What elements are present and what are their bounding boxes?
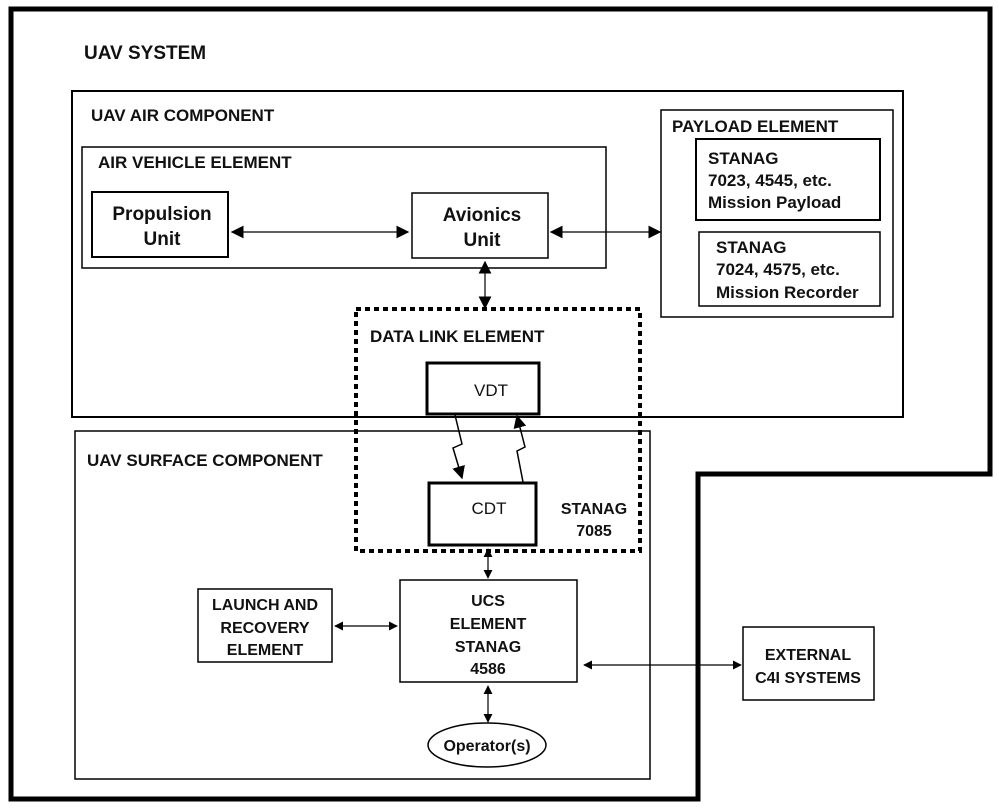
launch-recovery-element[interactable]: LAUNCH AND RECOVERY ELEMENT <box>197 588 333 663</box>
cdt-to-vdt-radio-link <box>513 414 527 483</box>
launch-recovery-label-2: RECOVERY <box>220 620 310 637</box>
air-vehicle-element-title: AIR VEHICLE ELEMENT <box>98 153 292 172</box>
vdt-label: VDT <box>474 381 508 400</box>
external-c4i-label-2: C4I SYSTEMS <box>755 670 861 687</box>
mission-payload-label-1: STANAG <box>708 149 779 168</box>
vdt-box[interactable]: VDT <box>425 361 541 416</box>
mission-recorder-label-3: Mission Recorder <box>716 283 859 302</box>
ucs-label-1: UCS <box>471 593 505 610</box>
cdt-box[interactable]: CDT <box>427 481 538 547</box>
launch-recovery-label-1: LAUNCH AND <box>212 597 318 614</box>
mission-payload-box[interactable]: STANAG 7023, 4545, etc. Mission Payload <box>695 138 881 221</box>
external-c4i-label-1: EXTERNAL <box>765 647 851 664</box>
mission-recorder-box[interactable]: STANAG 7024, 4575, etc. Mission Recorder <box>698 231 881 307</box>
propulsion-unit[interactable]: Propulsion Unit <box>91 191 229 258</box>
external-c4i-systems[interactable]: EXTERNAL C4I SYSTEMS <box>742 626 875 701</box>
avionics-unit-label-2: Unit <box>464 230 502 251</box>
surface-component-title: UAV SURFACE COMPONENT <box>87 451 323 470</box>
mission-payload-label-3: Mission Payload <box>708 193 841 212</box>
avionics-unit[interactable]: Avionics Unit <box>411 192 549 259</box>
uav-system-boundary <box>8 6 993 802</box>
mission-recorder-label-2: 7024, 4575, etc. <box>716 260 840 279</box>
operators-node[interactable]: Operator(s) <box>427 722 547 768</box>
launch-recovery-label-3: ELEMENT <box>227 642 304 659</box>
operators-label: Operator(s) <box>443 738 530 755</box>
propulsion-unit-label-1: Propulsion <box>112 204 211 225</box>
propulsion-unit-label-2: Unit <box>144 229 182 250</box>
ucs-label-2: ELEMENT <box>450 616 527 633</box>
uav-system-title: UAV SYSTEM <box>84 43 206 64</box>
vdt-to-cdt-radio-link <box>452 414 465 480</box>
mission-recorder-label-1: STANAG <box>716 238 787 257</box>
data-link-stanag-label-1: STANAG <box>561 501 627 518</box>
data-link-element-title: DATA LINK ELEMENT <box>370 327 545 346</box>
mission-payload-label-2: 7023, 4545, etc. <box>708 171 832 190</box>
data-link-stanag-label-2: 7085 <box>576 523 612 540</box>
ucs-element[interactable]: UCS ELEMENT STANAG 4586 <box>399 579 578 683</box>
air-component-title: UAV AIR COMPONENT <box>91 106 275 125</box>
cdt-label: CDT <box>472 499 507 518</box>
ucs-label-4: 4586 <box>470 661 506 678</box>
data-link-element-box <box>354 307 642 553</box>
ucs-label-3: STANAG <box>455 639 521 656</box>
avionics-unit-label-1: Avionics <box>443 205 522 226</box>
payload-element-title: PAYLOAD ELEMENT <box>672 117 839 136</box>
